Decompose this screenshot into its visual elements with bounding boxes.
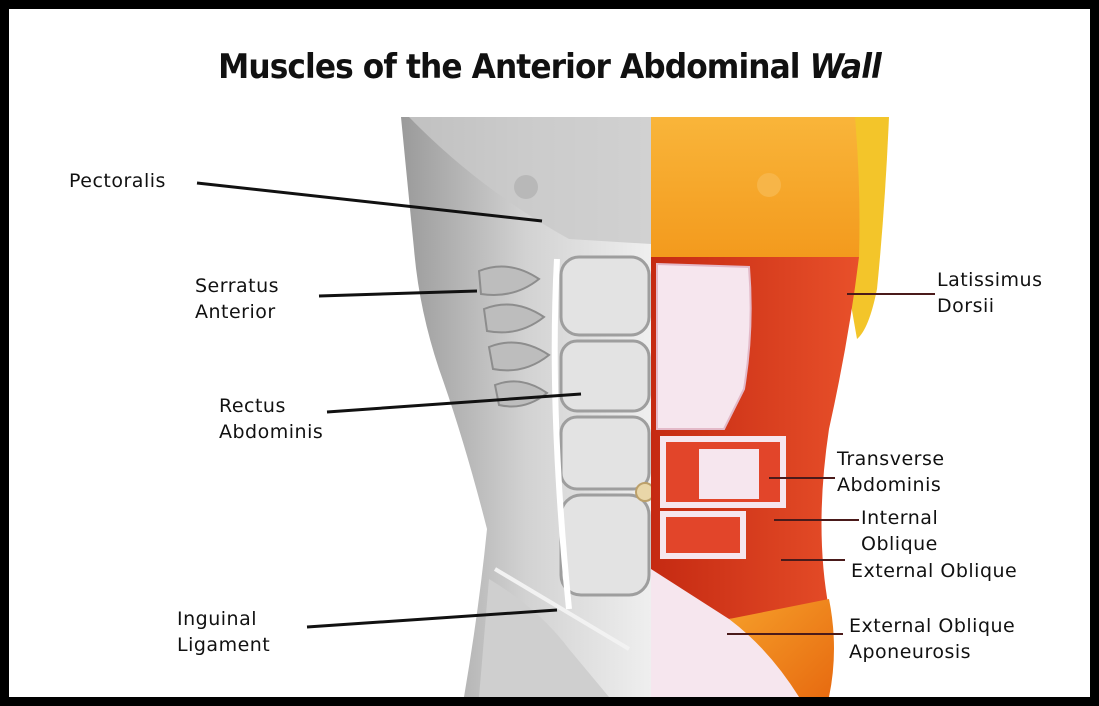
- nipple-right: [757, 173, 781, 197]
- diagram-frame: Muscles of the Anterior Abdominal Wall: [9, 9, 1090, 697]
- nipple-left: [514, 175, 538, 199]
- label-pectoralis: Pectoralis: [69, 168, 166, 194]
- label-internal-oblique: Internal Oblique: [861, 505, 938, 557]
- label-external-oblique: External Oblique: [851, 558, 1017, 584]
- label-latissimus-dorsi: Latissimus Dorsii: [937, 267, 1042, 319]
- left-torso-grey: [401, 117, 654, 697]
- right-torso-colored: [651, 117, 889, 697]
- anatomy-illustration: [9, 9, 1090, 697]
- label-transverse-abdominis: Transverse Abdominis: [837, 446, 945, 498]
- label-rectus-abdominis: Rectus Abdominis: [219, 393, 323, 445]
- label-external-oblique-aponeurosis: External Oblique Aponeurosis: [849, 613, 1015, 665]
- label-inguinal-ligament: Inguinal Ligament: [177, 606, 270, 658]
- label-serratus-anterior: Serratus Anterior: [195, 273, 279, 325]
